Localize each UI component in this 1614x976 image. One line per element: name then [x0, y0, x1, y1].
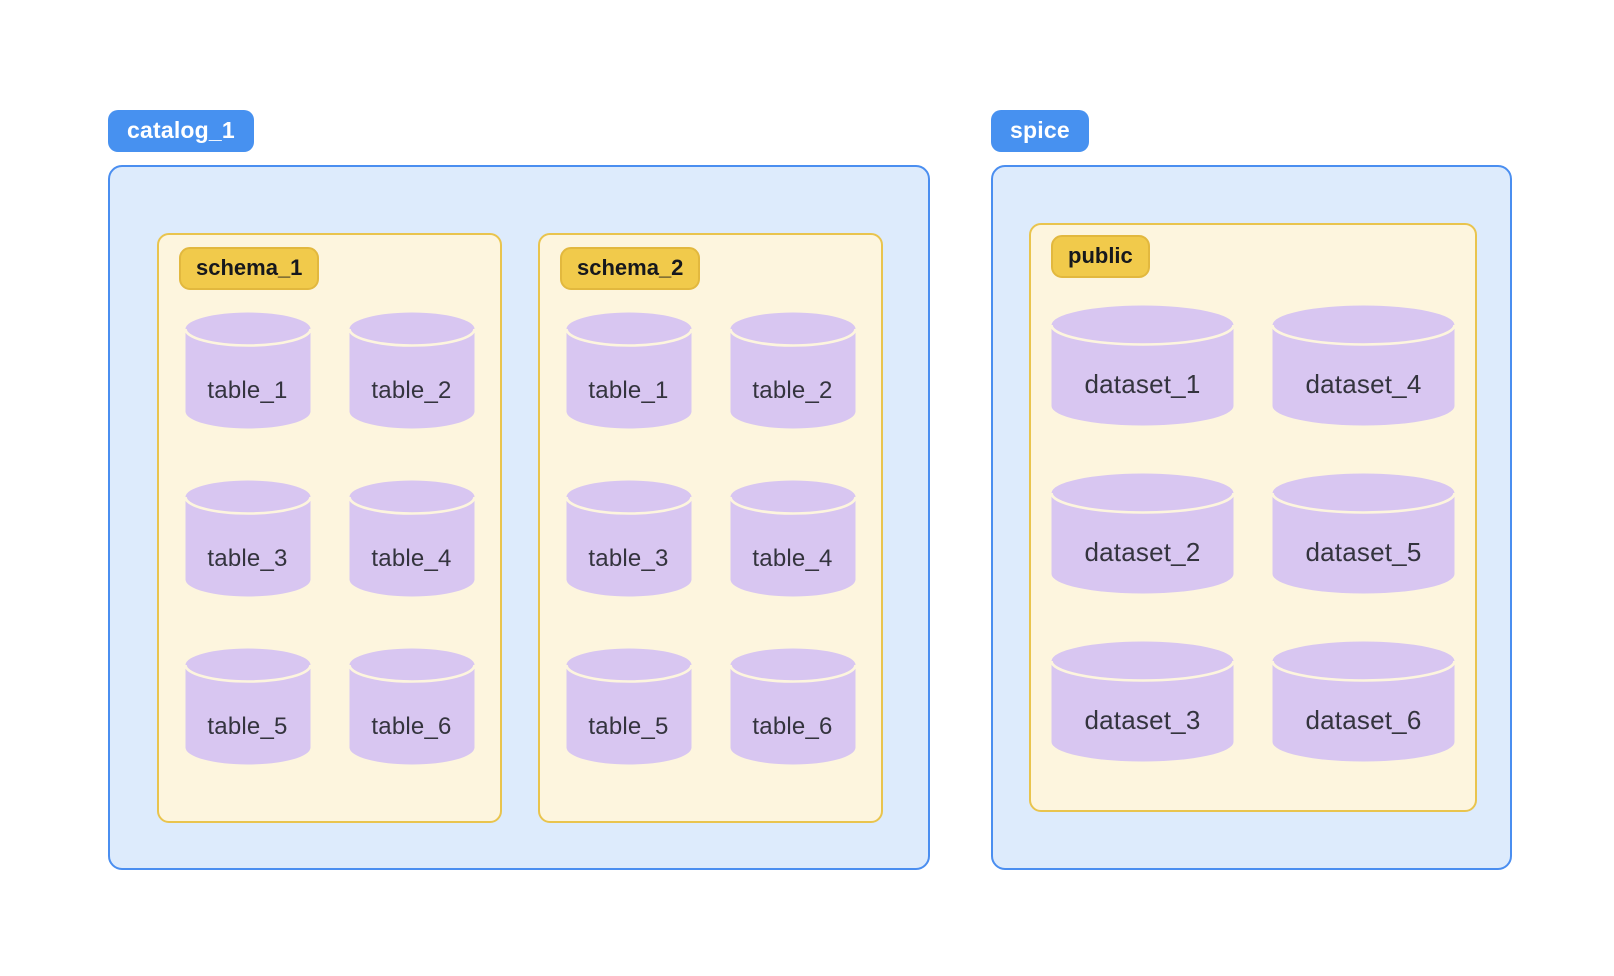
table-label: table_4 [752, 545, 833, 572]
schema-badge-label: schema_1 [196, 255, 303, 280]
table-label: table_5 [588, 713, 669, 740]
catalog-badge-label: catalog_1 [127, 117, 235, 143]
dataset-cylinder-dataset-4: dataset_4 [1271, 305, 1456, 427]
database-cylinder-icon [1271, 473, 1456, 594]
database-cylinder-icon [1271, 305, 1456, 426]
catalog-group-spice: spice public dataset_1 [991, 110, 1512, 870]
table-cylinder-table-5: table_5 [564, 648, 693, 766]
table-cylinder-table-2: table_2 [728, 312, 857, 430]
catalog-badge-spice: spice [991, 110, 1089, 152]
table-cylinder-table-3: table_3 [183, 480, 312, 598]
database-cylinder-icon [564, 480, 693, 597]
table-cylinder-table-1: table_1 [183, 312, 312, 430]
catalog-container-catalog-1: schema_1 table_1 [108, 165, 930, 870]
table-cylinder-table-6: table_6 [347, 648, 476, 766]
schema-badge-label: public [1068, 243, 1133, 268]
database-cylinder-icon [183, 480, 312, 597]
dataset-label: dataset_6 [1305, 704, 1422, 735]
dataset-label: dataset_1 [1084, 368, 1201, 399]
dataset-cylinder-dataset-6: dataset_6 [1271, 641, 1456, 763]
schema-panel-schema-2: schema_2 table_1 [538, 233, 883, 823]
catalog-badge-label: spice [1010, 117, 1070, 143]
table-cylinder-table-6: table_6 [728, 648, 857, 766]
database-cylinder-icon [347, 648, 476, 765]
dataset-cylinder-dataset-2: dataset_2 [1050, 473, 1235, 595]
table-cylinder-table-4: table_4 [347, 480, 476, 598]
schema-panel-public: public dataset_1 [1029, 223, 1477, 812]
table-label: table_6 [371, 713, 452, 740]
database-cylinder-icon [1050, 305, 1235, 426]
table-cylinder-table-4: table_4 [728, 480, 857, 598]
table-label: table_2 [371, 377, 452, 404]
table-label: table_5 [207, 713, 288, 740]
table-cylinder-table-3: table_3 [564, 480, 693, 598]
dataset-label: dataset_2 [1084, 536, 1201, 567]
schema-panel-schema-1: schema_1 table_1 [157, 233, 502, 823]
table-label: table_3 [207, 545, 288, 572]
table-label: table_4 [371, 545, 452, 572]
table-label: table_1 [588, 377, 669, 404]
database-cylinder-icon [728, 648, 857, 765]
catalog-group-catalog-1: catalog_1 schema_1 table_1 [108, 110, 930, 870]
schema-badge-public: public [1051, 235, 1150, 278]
catalog-badge-catalog-1: catalog_1 [108, 110, 254, 152]
dataset-cylinder-dataset-5: dataset_5 [1271, 473, 1456, 595]
table-cylinder-table-5: table_5 [183, 648, 312, 766]
dataset-label: dataset_5 [1305, 536, 1422, 567]
table-label: table_2 [752, 377, 833, 404]
table-label: table_3 [588, 545, 669, 572]
database-cylinder-icon [347, 312, 476, 429]
dataset-label: dataset_3 [1084, 704, 1201, 735]
table-cylinder-table-1: table_1 [564, 312, 693, 430]
database-cylinder-icon [1050, 641, 1235, 762]
database-cylinder-icon [347, 480, 476, 597]
database-cylinder-icon [564, 648, 693, 765]
schema-badge-schema-2: schema_2 [560, 247, 701, 290]
dataset-label: dataset_4 [1305, 368, 1422, 399]
database-cylinder-icon [183, 648, 312, 765]
database-cylinder-icon [728, 480, 857, 597]
database-cylinder-icon [564, 312, 693, 429]
database-cylinder-icon [728, 312, 857, 429]
table-label: table_6 [752, 713, 833, 740]
database-cylinder-icon [183, 312, 312, 429]
table-grid-schema-2: table_1 table_2 tabl [552, 312, 869, 766]
dataset-grid-public: dataset_1 dataset_4 [1043, 305, 1463, 763]
dataset-cylinder-dataset-3: dataset_3 [1050, 641, 1235, 763]
database-cylinder-icon [1271, 641, 1456, 762]
table-grid-schema-1: table_1 table_2 tabl [171, 312, 488, 766]
catalog-container-spice: public dataset_1 [991, 165, 1512, 870]
table-label: table_1 [207, 377, 288, 404]
schema-badge-schema-1: schema_1 [179, 247, 320, 290]
dataset-cylinder-dataset-1: dataset_1 [1050, 305, 1235, 427]
schema-badge-label: schema_2 [577, 255, 684, 280]
table-cylinder-table-2: table_2 [347, 312, 476, 430]
database-cylinder-icon [1050, 473, 1235, 594]
